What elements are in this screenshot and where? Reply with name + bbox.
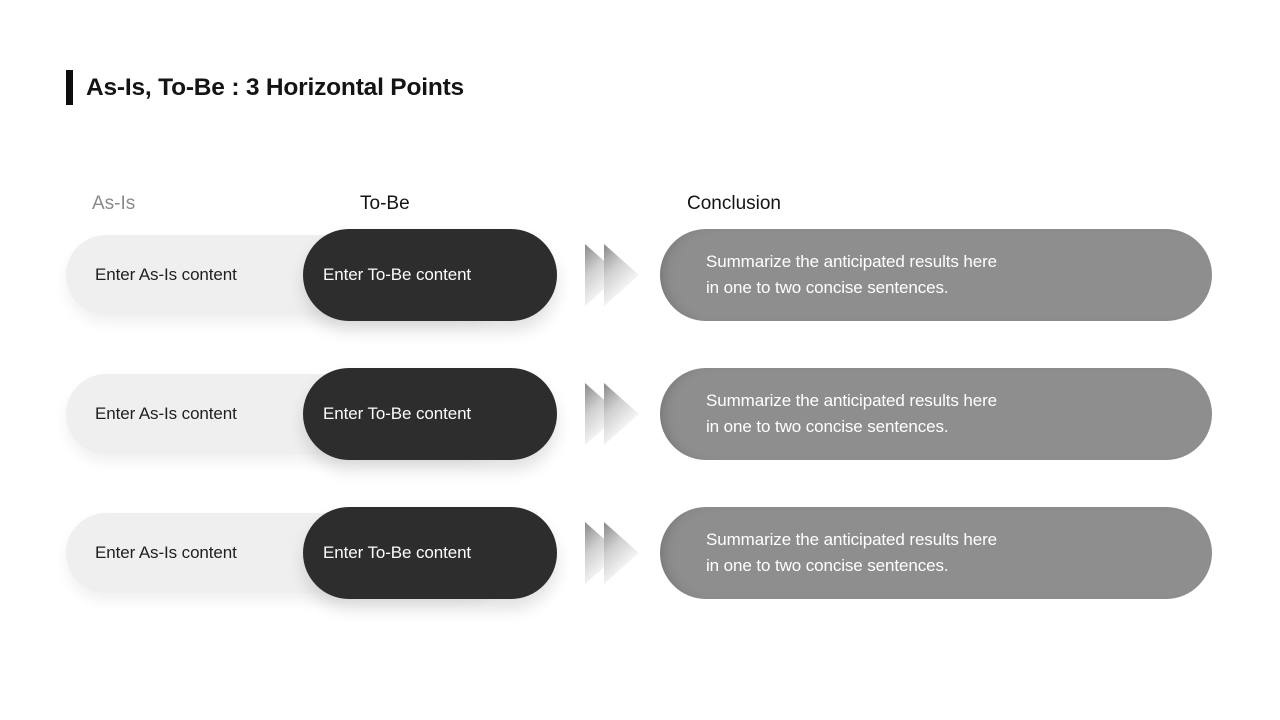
double-chevron-right-icon xyxy=(585,522,639,584)
comparison-row: Enter As-Is content Enter To-Be content … xyxy=(0,507,1280,599)
as-is-placeholder-text: Enter As-Is content xyxy=(95,543,237,562)
conclusion-pill[interactable]: Summarize the anticipated results here i… xyxy=(660,229,1212,321)
conclusion-text-line2: in one to two concise sentences. xyxy=(706,556,949,575)
double-chevron-right-icon xyxy=(585,383,639,445)
column-header-to-be: To-Be xyxy=(360,193,410,214)
chevron-triangle xyxy=(604,522,639,584)
page-title: As-Is, To-Be : 3 Horizontal Points xyxy=(86,74,464,101)
to-be-placeholder-text: Enter To-Be content xyxy=(323,543,472,562)
column-header-as-is: As-Is xyxy=(92,193,136,214)
column-header-conclusion: Conclusion xyxy=(687,193,781,214)
conclusion-text-line1: Summarize the anticipated results here xyxy=(706,530,998,549)
to-be-pill[interactable]: Enter To-Be content xyxy=(303,368,557,460)
chevron-triangle xyxy=(604,244,639,306)
conclusion-pill[interactable]: Summarize the anticipated results here i… xyxy=(660,507,1212,599)
comparison-row: Enter As-Is content Enter To-Be content … xyxy=(0,229,1280,321)
to-be-placeholder-text: Enter To-Be content xyxy=(323,404,472,423)
as-is-placeholder-text: Enter As-Is content xyxy=(95,404,237,423)
conclusion-text-line1: Summarize the anticipated results here xyxy=(706,391,998,410)
chevron-triangle xyxy=(604,383,639,445)
to-be-pill[interactable]: Enter To-Be content xyxy=(303,507,557,599)
comparison-row: Enter As-Is content Enter To-Be content … xyxy=(0,368,1280,460)
double-chevron-right-icon xyxy=(585,244,639,306)
as-is-placeholder-text: Enter As-Is content xyxy=(95,265,237,284)
title-accent-bar xyxy=(66,70,73,105)
conclusion-pill[interactable]: Summarize the anticipated results here i… xyxy=(660,368,1212,460)
conclusion-text-line1: Summarize the anticipated results here xyxy=(706,252,998,271)
to-be-placeholder-text: Enter To-Be content xyxy=(323,265,472,284)
conclusion-text-line2: in one to two concise sentences. xyxy=(706,417,949,436)
to-be-pill[interactable]: Enter To-Be content xyxy=(303,229,557,321)
conclusion-text-line2: in one to two concise sentences. xyxy=(706,278,949,297)
